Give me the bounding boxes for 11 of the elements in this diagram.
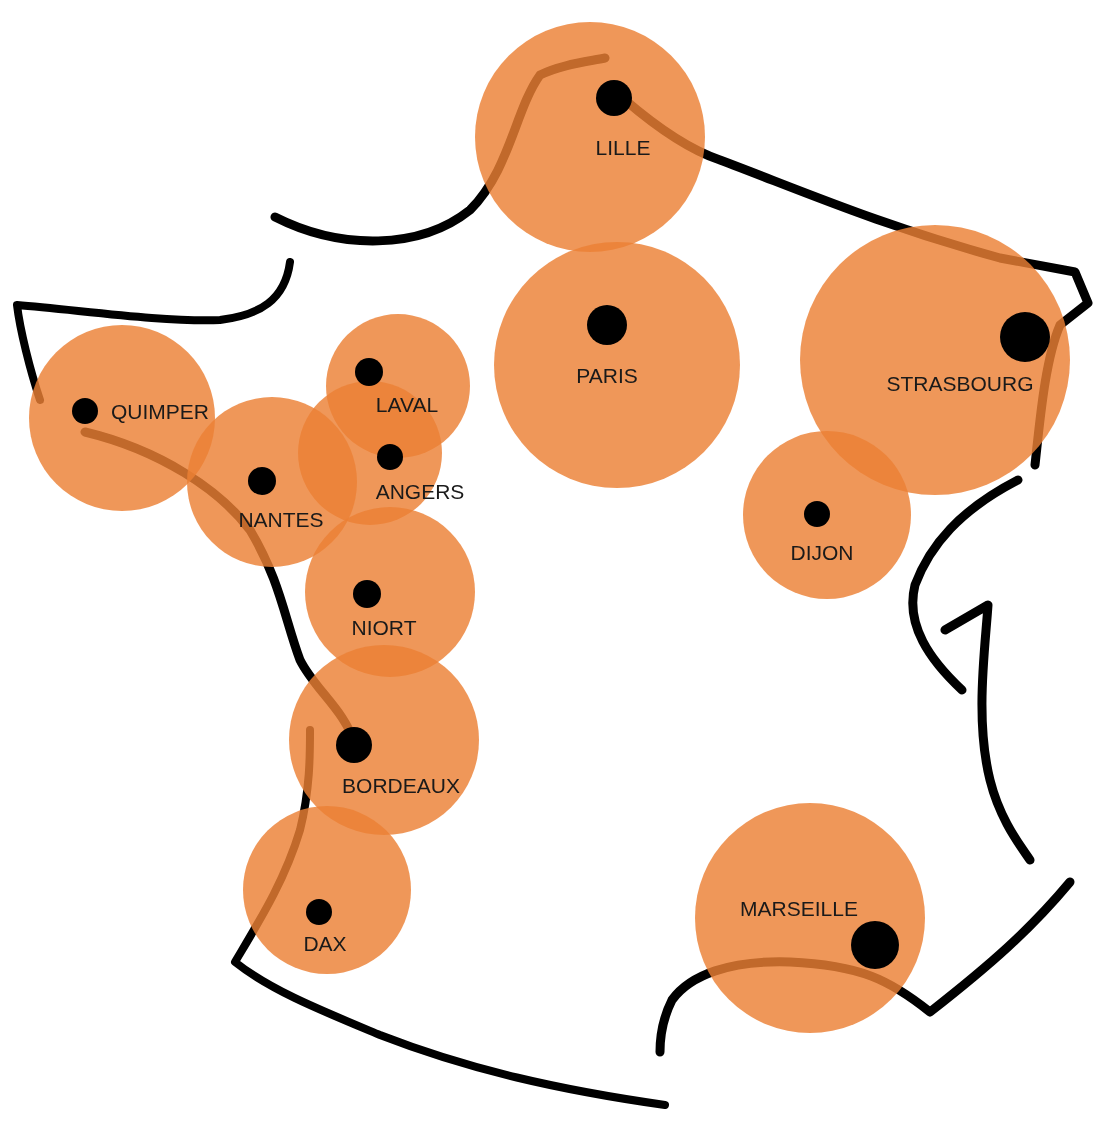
city-name: MARSEILLE	[740, 897, 858, 919]
city-name: DAX	[303, 932, 347, 954]
city-name: BORDEAUX	[342, 774, 460, 796]
city-name: PARIS	[576, 364, 638, 386]
city-name: LAVAL	[375, 393, 439, 415]
city-name: LILLE	[595, 136, 651, 158]
city-name: NIORT	[351, 616, 417, 638]
city-name: NANTES	[238, 508, 324, 530]
city-name: DIJON	[790, 541, 854, 563]
city-name: STRASBOURG	[886, 372, 1034, 394]
city-name: QUIMPER	[111, 400, 209, 422]
